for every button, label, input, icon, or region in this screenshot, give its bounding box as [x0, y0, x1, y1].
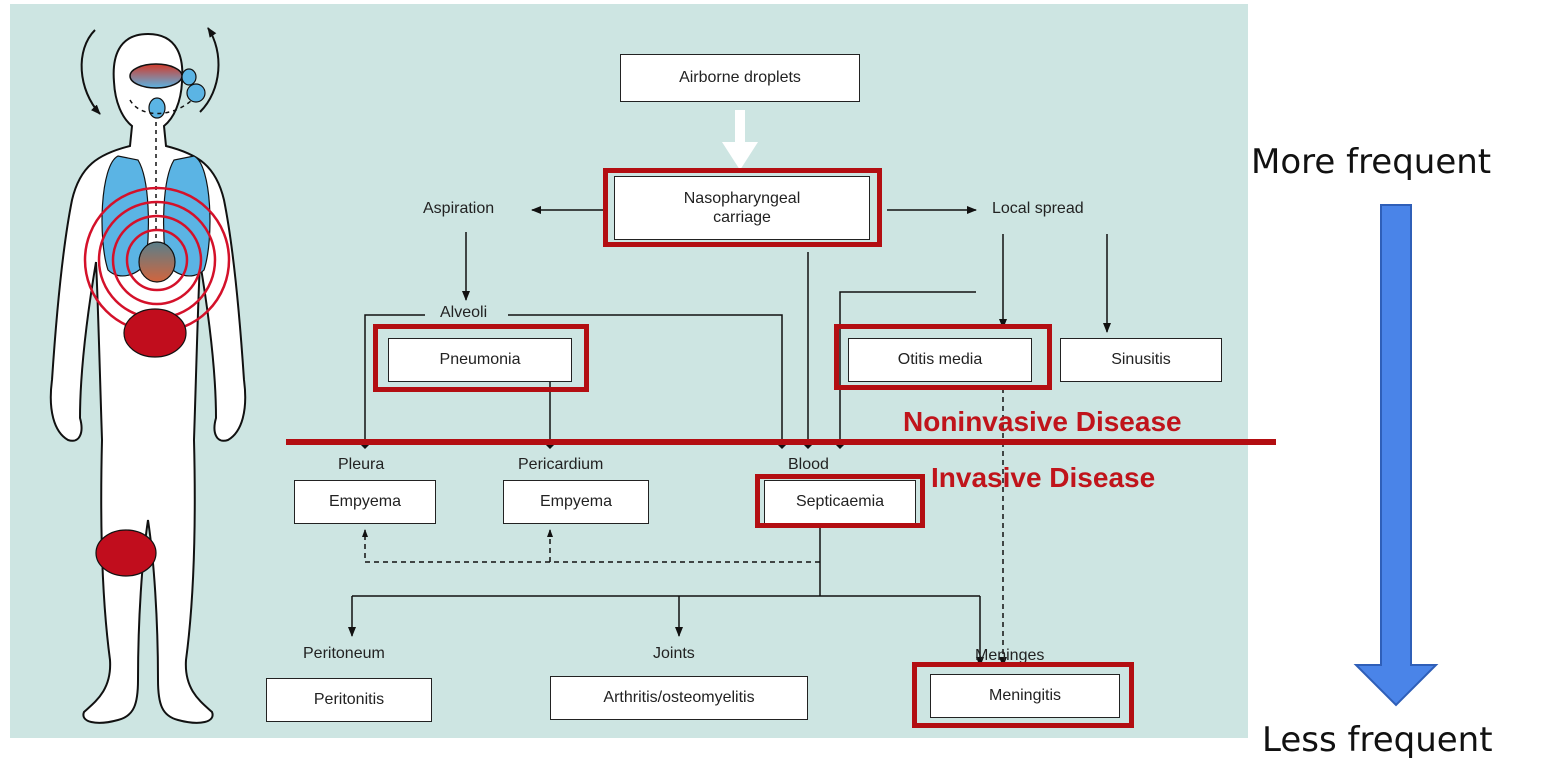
frequency-arrow-down — [1353, 204, 1439, 707]
more-frequent-label: More frequent — [1251, 142, 1492, 182]
node-arthritis-osteomyelitis: Arthritis/osteomyelitis — [550, 676, 808, 720]
label-meninges: Meninges — [975, 647, 1045, 664]
label-pleura: Pleura — [338, 456, 385, 473]
label-blood: Blood — [788, 456, 829, 473]
invasive-disease-label: Invasive Disease — [931, 462, 1156, 493]
node-sinusitis: Sinusitis — [1060, 338, 1222, 382]
node-empyema-pericardium: Empyema — [503, 480, 649, 524]
label-peritoneum: Peritoneum — [303, 645, 385, 662]
node-nasopharyngeal-carriage: Nasopharyngeal carriage — [614, 176, 870, 240]
label-aspiration: Aspiration — [423, 200, 495, 217]
noninvasive-disease-label: Noninvasive Disease — [903, 406, 1182, 437]
label-alveoli: Alveoli — [440, 304, 488, 321]
label-pericardium: Pericardium — [518, 456, 604, 473]
highlight-otitis-media — [834, 324, 1052, 390]
human-body-figure — [49, 27, 247, 724]
node-empyema-pleura: Empyema — [294, 480, 436, 524]
label-local-spread: Local spread — [992, 200, 1084, 217]
connector-lines — [348, 110, 1111, 667]
node-airborne-droplets: Airborne droplets — [620, 54, 860, 102]
label-joints: Joints — [653, 645, 695, 662]
highlight-pneumonia — [373, 324, 589, 392]
less-frequent-label: Less frequent — [1262, 720, 1493, 760]
node-meningitis: Meningitis — [930, 674, 1120, 718]
node-peritonitis: Peritonitis — [266, 678, 432, 722]
node-otitis-media: Otitis media — [848, 338, 1032, 382]
highlight-meningitis — [912, 662, 1134, 728]
node-pneumonia: Pneumonia — [388, 338, 572, 382]
highlight-nasopharyngeal — [603, 168, 882, 247]
highlight-septicaemia — [755, 474, 925, 528]
diagram-graphics — [49, 27, 1439, 724]
